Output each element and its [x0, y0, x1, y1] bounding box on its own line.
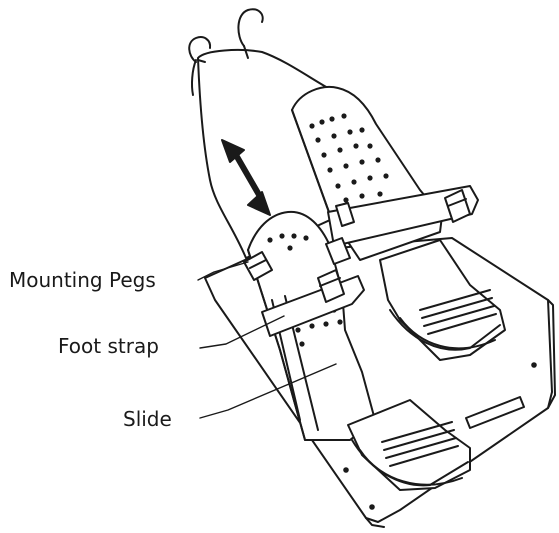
foot-strap-leader	[200, 316, 284, 348]
mounting-pegs	[244, 252, 272, 280]
mounting-pegs-leader	[198, 262, 248, 280]
left-foot-plate	[244, 212, 470, 490]
right-hook	[238, 9, 262, 46]
left-hook	[189, 37, 210, 62]
label-slot	[466, 397, 524, 428]
adjustment-arrow	[222, 140, 270, 215]
slide-leader	[200, 364, 336, 418]
mounting-pegs-label: Mounting Pegs	[9, 268, 156, 292]
slide-label: Slide	[123, 407, 172, 431]
leader-lines	[198, 262, 336, 418]
right-foot-plate	[292, 87, 505, 360]
right-plate-holes	[309, 113, 389, 203]
foot-strap-label: Foot strap	[58, 334, 159, 358]
